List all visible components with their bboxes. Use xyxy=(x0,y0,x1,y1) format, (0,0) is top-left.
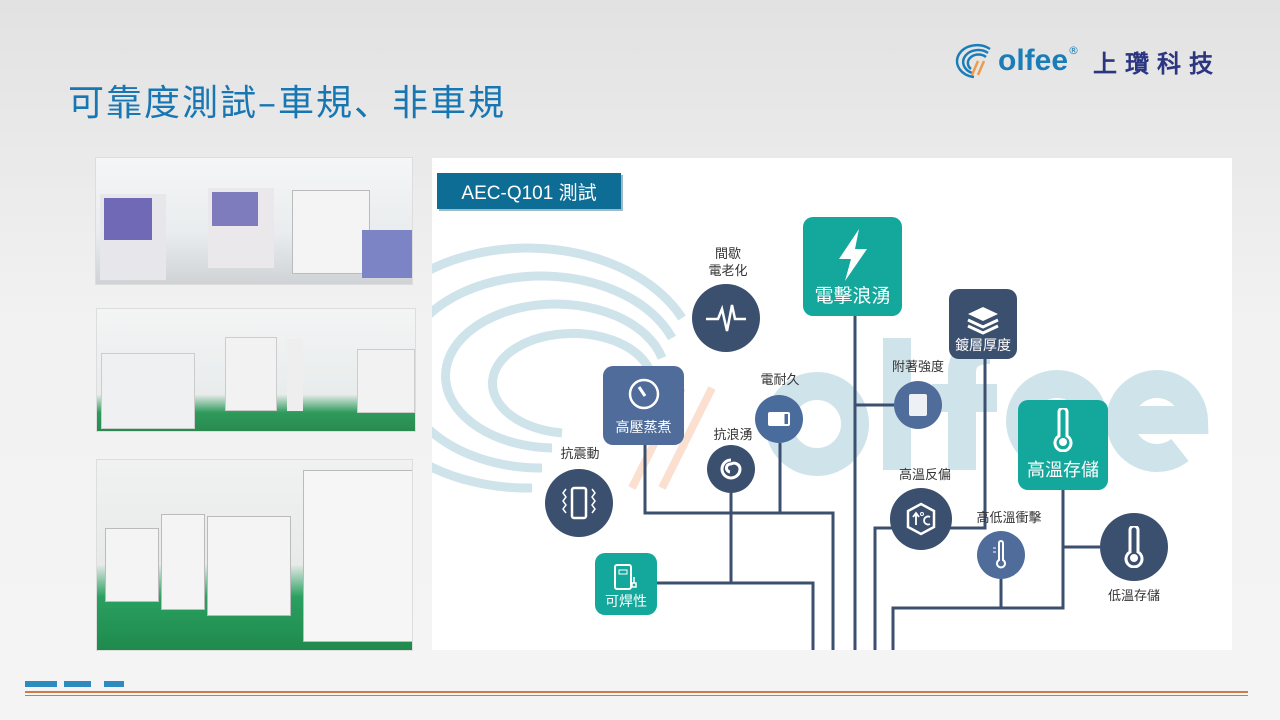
node-plating: 鍍層厚度 xyxy=(949,289,1017,359)
node-intermittent-label: 間歇 電老化 xyxy=(708,247,748,279)
node-surge: 電擊浪湧 xyxy=(803,217,902,316)
node-htrb-label: 高溫反偏 xyxy=(898,468,952,483)
thermometer-icon xyxy=(1053,408,1073,452)
low-temp-thermometer-icon xyxy=(1100,513,1168,581)
footer-dash-1 xyxy=(25,681,57,687)
aec-q101-tag: AEC-Q101 測試 xyxy=(437,173,621,209)
node-vibration-label: 抗震動 xyxy=(560,447,600,462)
lightning-icon xyxy=(838,229,867,281)
node-endurance-label: 電耐久 xyxy=(760,373,800,388)
thermometer-shock-icon xyxy=(977,531,1025,579)
node-thermal-shock-label: 高低溫衝擊 xyxy=(976,511,1042,526)
registered-mark: ® xyxy=(1068,44,1080,57)
node-solderability: 可焊性 xyxy=(595,553,657,615)
node-surge-label: 電擊浪湧 xyxy=(814,285,891,307)
lab-photo-1 xyxy=(95,157,413,285)
watermark-arcs xyxy=(432,243,686,493)
footer-line xyxy=(25,691,1248,696)
node-high-temp-storage-label: 高溫存儲 xyxy=(1027,460,1099,481)
layers-icon xyxy=(967,307,999,335)
logo-company-name: 上瓚科技 xyxy=(1093,48,1222,78)
node-solderability-label: 可焊性 xyxy=(605,594,647,610)
swirl-icon xyxy=(707,445,755,493)
chip-icon xyxy=(894,381,942,429)
node-pressure-cooker: 高壓蒸煮 xyxy=(603,366,684,445)
battery-icon xyxy=(755,395,803,443)
logo-arc-icon xyxy=(955,43,991,79)
page-title: 可靠度測試–車規、非車規 xyxy=(68,83,507,124)
node-anti-surge-label: 抗浪湧 xyxy=(713,428,753,443)
footer-dash-3 xyxy=(104,681,124,687)
node-adhesion-label: 附著強度 xyxy=(891,360,945,375)
pulse-icon xyxy=(692,284,760,352)
footer-dash-2 xyxy=(64,681,91,687)
node-high-temp-storage: 高溫存儲 xyxy=(1018,400,1108,490)
gauge-icon xyxy=(628,378,659,410)
node-low-temp-storage-label: 低溫存儲 xyxy=(1107,589,1161,604)
node-pressure-cooker-label: 高壓蒸煮 xyxy=(615,420,672,436)
lab-photo-3 xyxy=(96,459,413,651)
logo-brand: olfee xyxy=(998,44,1069,77)
vibration-icon xyxy=(545,469,613,537)
company-logo: olfee ® 上瓚科技 xyxy=(944,40,1221,82)
hexagon-temp-icon xyxy=(890,488,952,550)
node-plating-label: 鍍層厚度 xyxy=(955,338,1011,354)
solder-icon xyxy=(614,564,637,590)
lab-photo-2 xyxy=(96,308,416,432)
aec-q101-diagram: AEC-Q101 測試 電擊浪湧 間歇 電老化 鍍層厚度 附著強度 高壓蒸煮 電… xyxy=(432,158,1232,650)
